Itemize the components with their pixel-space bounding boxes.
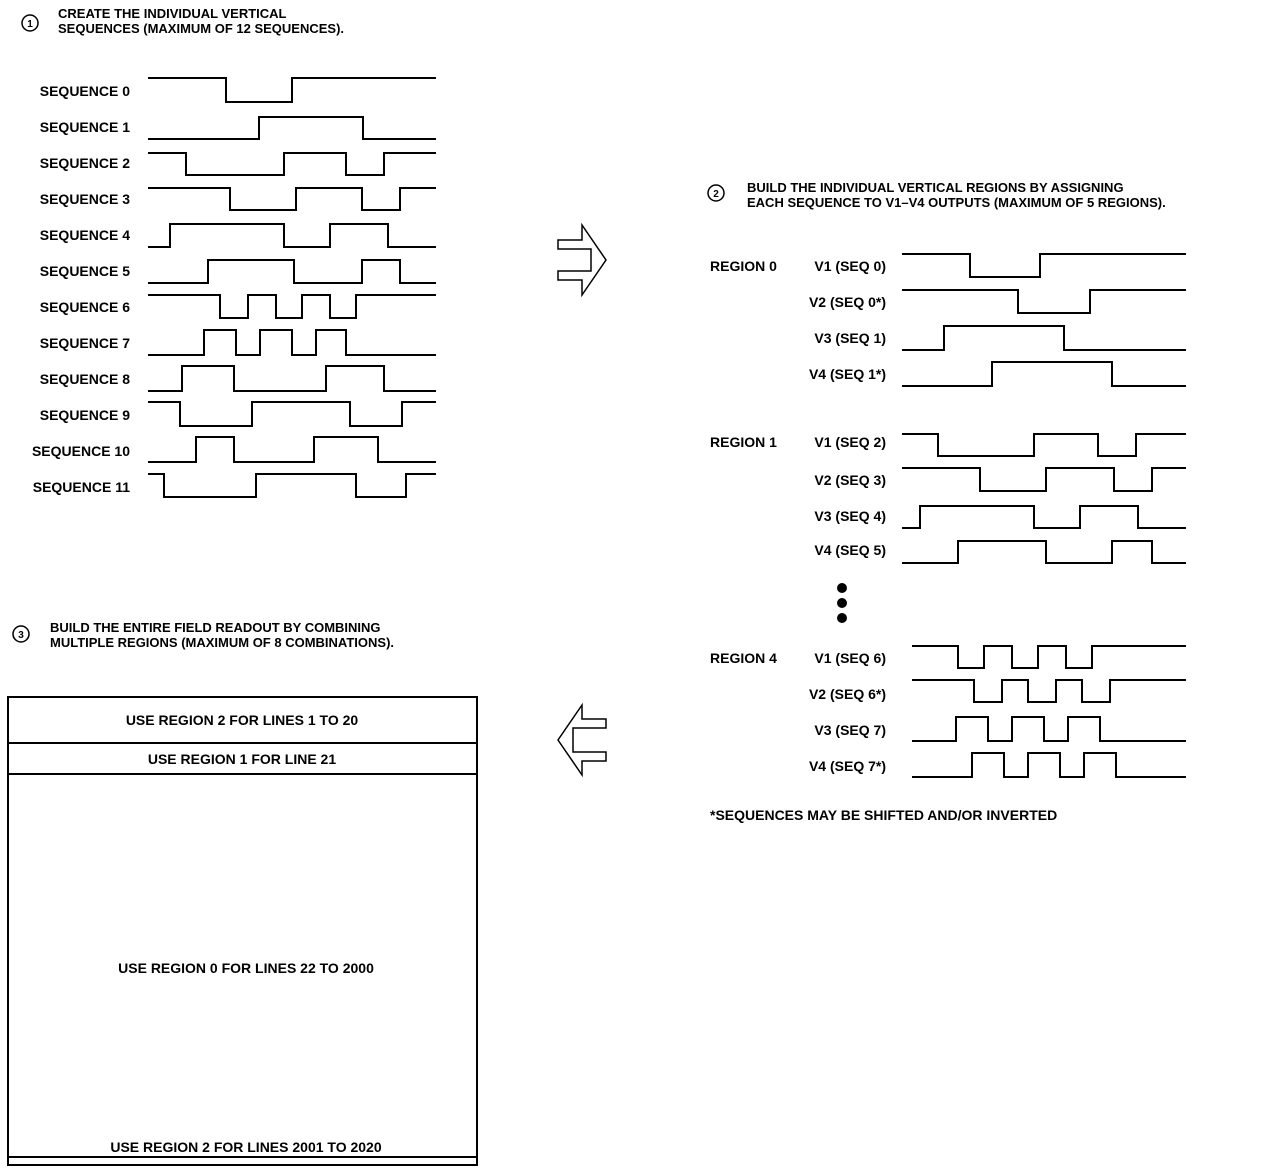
output-label: V2 (SEQ 3) <box>814 472 886 488</box>
step3-line1: BUILD THE ENTIRE FIELD READOUT BY COMBIN… <box>50 620 381 635</box>
step1-header: 1 CREATE THE INDIVIDUAL VERTICAL SEQUENC… <box>21 6 344 36</box>
region-0-v3-waveform <box>902 325 1186 351</box>
sequence-label: SEQUENCE 1 <box>40 119 130 135</box>
output-label: V3 (SEQ 4) <box>814 508 886 524</box>
sequence-label: SEQUENCE 5 <box>40 263 130 279</box>
output-label: V3 (SEQ 1) <box>814 330 886 346</box>
output-label: V3 (SEQ 7) <box>814 722 886 738</box>
step2-header: 2 BUILD THE INDIVIDUAL VERTICAL REGIONS … <box>707 180 1166 210</box>
sequence-6-waveform <box>148 294 436 319</box>
readout-row: USE REGION 0 FOR LINES 22 TO 2000 <box>118 960 374 976</box>
region-4-v1-waveform <box>912 645 1186 669</box>
step1-line2: SEQUENCES (MAXIMUM OF 12 SEQUENCES). <box>58 21 344 36</box>
region-label: REGION 4 <box>710 650 777 666</box>
region-4: REGION 4 V1 (SEQ 6) V2 (SEQ 6*) V3 (SEQ … <box>710 645 1186 778</box>
sequence-11-waveform <box>148 473 436 498</box>
output-label: V1 (SEQ 2) <box>814 434 886 450</box>
sequence-4-waveform <box>148 223 436 248</box>
region-1: REGION 1 V1 (SEQ 2) V2 (SEQ 3) V3 (SEQ 4… <box>710 433 1186 564</box>
step2-badge: 2 <box>713 189 719 200</box>
sequence-label: SEQUENCE 0 <box>40 83 130 99</box>
sequence-0-waveform <box>148 77 436 103</box>
arrow-left-icon <box>557 702 607 778</box>
field-readout-table: USE REGION 2 FOR LINES 1 TO 20 USE REGIO… <box>7 696 478 1166</box>
sequence-label: SEQUENCE 3 <box>40 191 130 207</box>
output-label: V4 (SEQ 1*) <box>809 366 886 382</box>
step3-header: 3 BUILD THE ENTIRE FIELD READOUT BY COMB… <box>12 620 394 650</box>
sequence-3-waveform <box>148 187 436 211</box>
step1-line1: CREATE THE INDIVIDUAL VERTICAL <box>58 6 287 21</box>
sequence-10-waveform <box>148 436 436 463</box>
sequence-1-waveform <box>148 116 436 140</box>
arrow-right-icon <box>557 222 607 298</box>
step3-line2: MULTIPLE REGIONS (MAXIMUM OF 8 COMBINATI… <box>50 635 394 650</box>
footnote: *SEQUENCES MAY BE SHIFTED AND/OR INVERTE… <box>710 807 1057 823</box>
sequence-7-waveform <box>148 329 436 356</box>
region-1-v1-waveform <box>902 433 1186 457</box>
region-0-v4-waveform <box>902 361 1186 387</box>
step2-line1: BUILD THE INDIVIDUAL VERTICAL REGIONS BY… <box>747 180 1124 195</box>
region-4-v4-waveform <box>912 752 1186 778</box>
step2-line2: EACH SEQUENCE TO V1–V4 OUTPUTS (MAXIMUM … <box>747 195 1166 210</box>
output-label: V2 (SEQ 6*) <box>809 686 886 702</box>
sequence-2-waveform <box>148 152 436 176</box>
region-1-v4-waveform <box>902 540 1186 564</box>
step1-badge: 1 <box>27 19 33 30</box>
output-label: V2 (SEQ 0*) <box>809 294 886 310</box>
region-1-v3-waveform <box>902 505 1186 529</box>
region-0: REGION 0 V1 (SEQ 0) V2 (SEQ 0*) V3 (SEQ … <box>710 253 1186 387</box>
sequence-label: SEQUENCE 9 <box>40 407 130 423</box>
sequence-waveforms <box>148 77 436 498</box>
output-label: V1 (SEQ 0) <box>814 258 886 274</box>
ellipsis-icon <box>837 583 847 623</box>
step3-badge-circle <box>12 625 30 643</box>
readout-row: USE REGION 2 FOR LINES 1 TO 20 <box>126 712 359 728</box>
field-readout-border <box>7 696 478 1166</box>
sequence-8-waveform <box>148 365 436 392</box>
output-label: V4 (SEQ 5) <box>814 542 886 558</box>
region-0-v1-waveform <box>902 253 1186 278</box>
region-1-v2-waveform <box>902 467 1186 492</box>
output-label: V1 (SEQ 6) <box>814 650 886 666</box>
region-4-v3-waveform <box>912 716 1186 742</box>
sequence-5-waveform <box>148 259 436 284</box>
region-4-v2-waveform <box>912 679 1186 703</box>
sequence-label: SEQUENCE 10 <box>32 443 130 459</box>
readout-row: USE REGION 1 FOR LINE 21 <box>148 751 336 767</box>
step1-badge-circle <box>21 14 39 32</box>
region-0-v2-waveform <box>902 289 1186 314</box>
readout-row: USE REGION 2 FOR LINES 2001 TO 2020 <box>110 1139 381 1155</box>
sequence-9-waveform <box>148 401 436 427</box>
sequence-label: SEQUENCE 8 <box>40 371 130 387</box>
step2-badge-circle <box>707 184 725 202</box>
region-label: REGION 1 <box>710 434 777 450</box>
sequence-label: SEQUENCE 4 <box>40 227 130 243</box>
sequence-label: SEQUENCE 11 <box>33 479 130 495</box>
sequence-label: SEQUENCE 7 <box>40 335 130 351</box>
step3-badge: 3 <box>18 630 24 641</box>
sequence-label: SEQUENCE 2 <box>40 155 130 171</box>
sequence-label: SEQUENCE 6 <box>40 299 130 315</box>
sequence-list: SEQUENCE 0 SEQUENCE 1 SEQUENCE 2 SEQUENC… <box>32 83 130 495</box>
region-label: REGION 0 <box>710 258 777 274</box>
output-label: V4 (SEQ 7*) <box>809 758 886 774</box>
